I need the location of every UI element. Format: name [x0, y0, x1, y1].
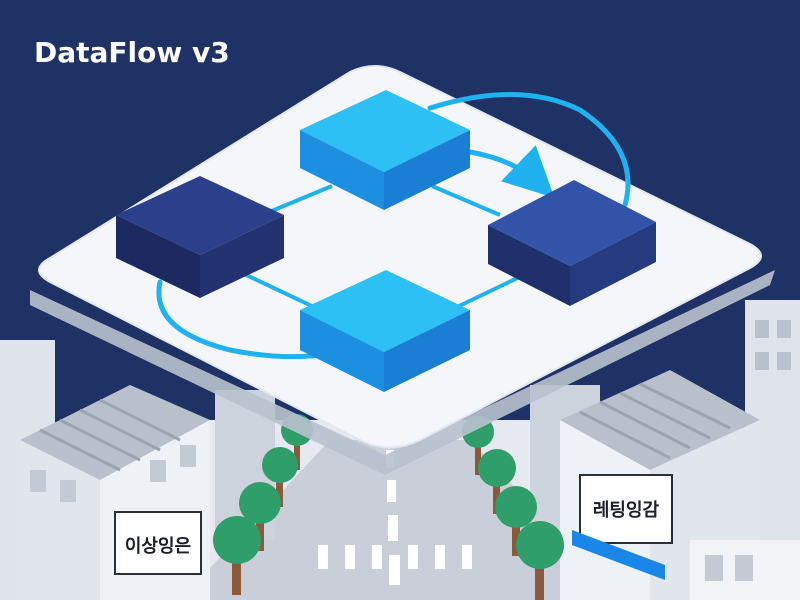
link-left-bottom	[239, 270, 317, 310]
left-building: 이상잉은	[20, 385, 210, 600]
app-title: DataFlow v3	[34, 36, 230, 69]
link-top-left	[261, 184, 333, 217]
right-shop-sign	[579, 474, 673, 544]
left-shop-sign-text: 이상잉은	[125, 536, 191, 557]
link-top-right	[431, 184, 501, 217]
road	[180, 440, 620, 600]
flow-diagram	[116, 90, 656, 392]
node-bottom	[300, 270, 470, 392]
left-shop-sign	[114, 511, 202, 575]
trees	[213, 414, 564, 600]
right-shop-sign-text: 레팅잉감	[593, 500, 660, 521]
right-building: 레팅잉감	[560, 370, 800, 600]
node-left	[116, 176, 284, 298]
arrow-top-right-arc	[427, 92, 631, 208]
crosswalk	[318, 545, 472, 569]
node-right	[488, 180, 656, 306]
arrow-left-bottom-arc	[156, 279, 323, 360]
floating-platform	[30, 65, 775, 475]
arrow-top-to-right	[467, 145, 555, 198]
awning	[572, 530, 665, 580]
flow-arrows	[156, 92, 631, 360]
node-top	[300, 90, 470, 210]
